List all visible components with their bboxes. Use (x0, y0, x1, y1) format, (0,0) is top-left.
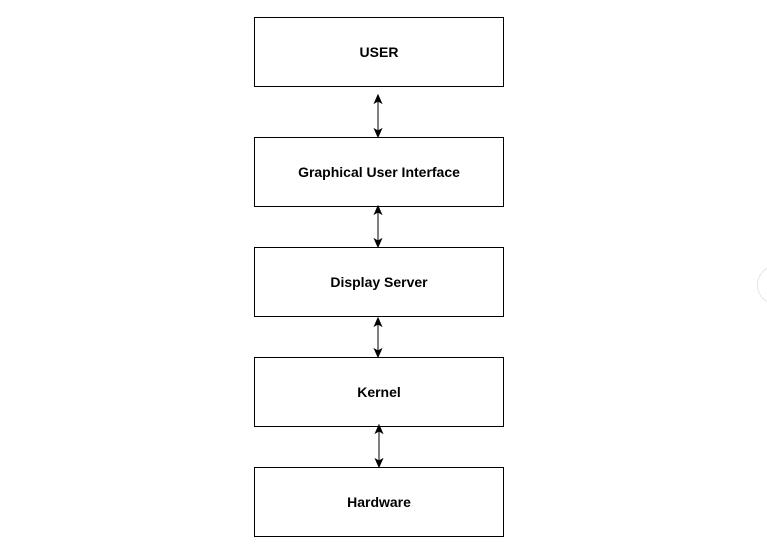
node-label-display-server: Display Server (330, 274, 428, 290)
connector-kernel-hardware[interactable] (374, 423, 384, 469)
arrowhead-up-icon (373, 93, 383, 105)
connector-display-server-kernel[interactable] (373, 316, 383, 359)
arrowhead-down-icon (373, 347, 383, 359)
arrowhead-down-icon (373, 127, 383, 139)
connector-user-gui[interactable] (373, 93, 383, 139)
connector-gui-display-server[interactable] (373, 204, 383, 249)
node-label-user: USER (359, 44, 399, 60)
arrowhead-down-icon (374, 457, 384, 469)
node-kernel[interactable]: Kernel (254, 357, 504, 427)
partial-circle-control (757, 265, 767, 305)
arrowhead-up-icon (373, 204, 383, 216)
arrowhead-up-icon (373, 316, 383, 328)
arrowhead-down-icon (373, 237, 383, 249)
node-user[interactable]: USER (254, 17, 504, 87)
node-display-server[interactable]: Display Server (254, 247, 504, 317)
node-hardware[interactable]: Hardware (254, 467, 504, 537)
node-label-hardware: Hardware (347, 494, 411, 510)
node-label-graphical-user-interface: Graphical User Interface (298, 164, 460, 180)
node-graphical-user-interface[interactable]: Graphical User Interface (254, 137, 504, 207)
node-label-kernel: Kernel (357, 384, 401, 400)
